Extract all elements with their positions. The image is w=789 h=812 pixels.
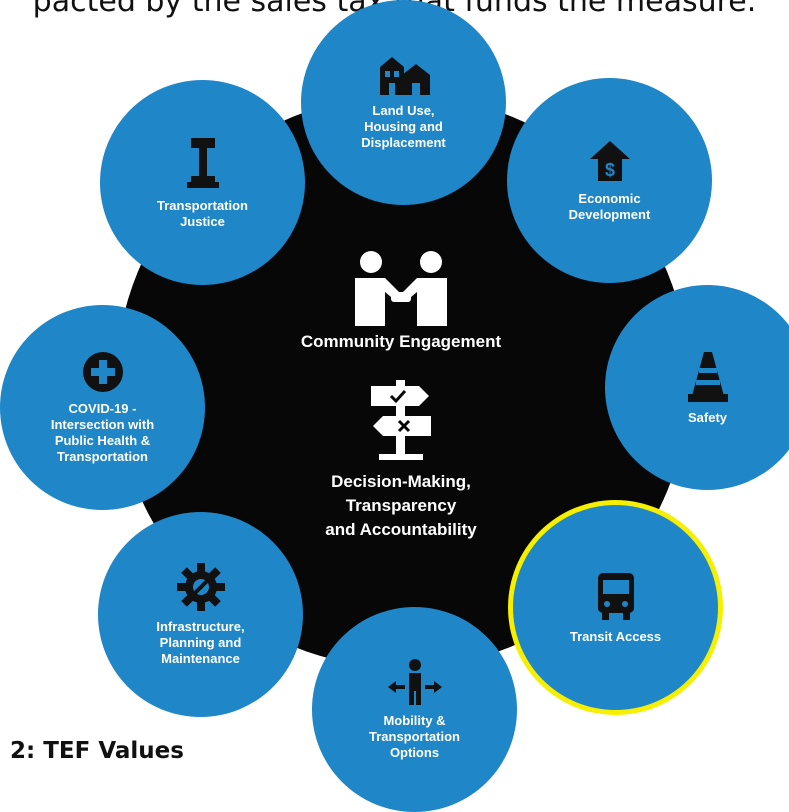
houses-icon: [379, 56, 430, 95]
medical-cross-icon: [82, 351, 123, 392]
transportation-justice-label: Transportation Justice: [156, 197, 248, 229]
node-mobility: Mobility & Transportation Options: [312, 607, 517, 812]
node-land-use: Land Use, Housing and Displacement: [301, 0, 506, 205]
land-use-label: Land Use, Housing and Displacement: [361, 102, 446, 150]
safety-label: Safety: [687, 409, 728, 425]
node-economic-development: $ Economic Development: [507, 78, 712, 283]
dollar-house-icon: $: [589, 140, 630, 181]
signpost-icon: [371, 380, 431, 460]
infrastructure-label: Infrastructure, Planning and Maintenance: [156, 618, 245, 666]
figure-caption: 2: TEF Values: [10, 738, 184, 764]
gavel-icon: [186, 137, 219, 188]
node-transportation-justice: Transportation Justice: [100, 80, 305, 285]
gear-wrench-icon: [176, 562, 225, 611]
covid-19-label: COVID-19 - Intersection with Public Heal…: [50, 400, 155, 464]
center-content: Community Engagement Decision-Making, Tr…: [256, 248, 546, 542]
svg-text:$: $: [604, 160, 614, 180]
bus-icon: [597, 572, 634, 620]
node-infrastructure: Infrastructure, Planning and Maintenance: [98, 512, 303, 717]
traffic-cone-icon: [687, 351, 728, 402]
node-transit-access: Transit Access: [513, 505, 718, 710]
handshake-icon: [355, 251, 447, 326]
node-safety: Safety: [605, 285, 789, 490]
node-covid-19: COVID-19 - Intersection with Public Heal…: [0, 305, 205, 510]
community-engagement-label: Community Engagement: [300, 332, 502, 351]
economic-development-label: Economic Development: [568, 190, 651, 222]
decision-making-label: Decision-Making, Transparency and Accoun…: [325, 472, 477, 539]
person-arrows-icon: [387, 658, 442, 705]
mobility-label: Mobility & Transportation Options: [368, 712, 460, 760]
transit-access-label: Transit Access: [569, 628, 662, 644]
